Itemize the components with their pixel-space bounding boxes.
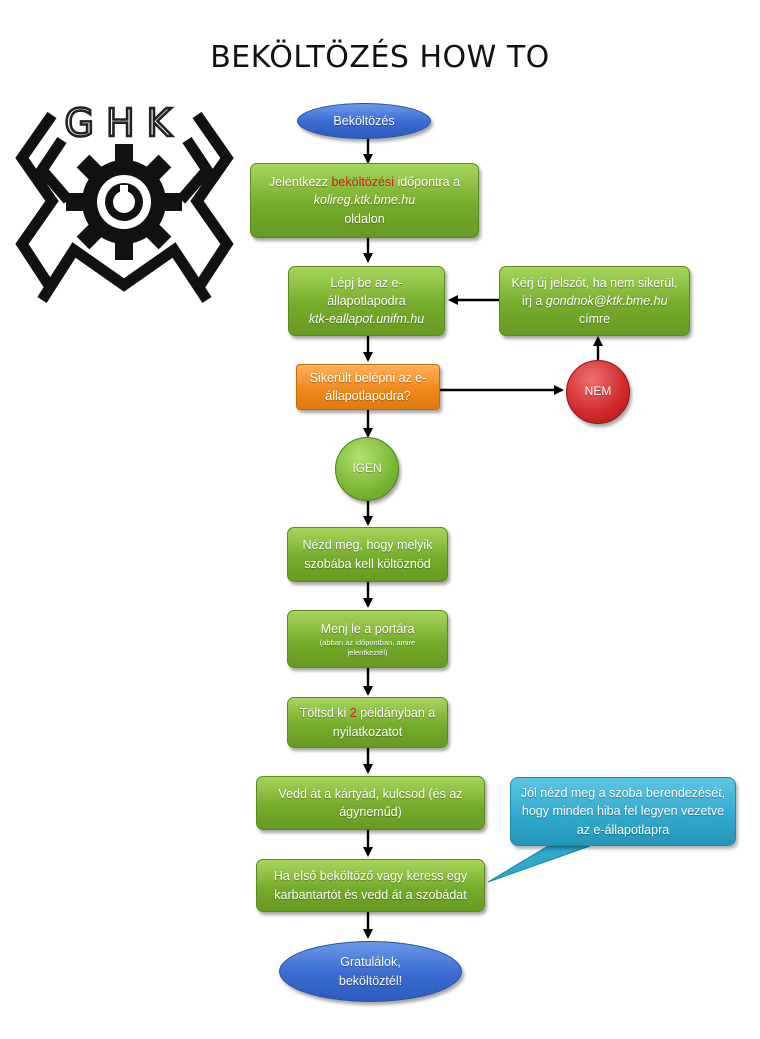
side-line2: írj a gondnok@ktk.bme.hu: [521, 293, 668, 308]
logo-inner-right: [176, 136, 214, 204]
step7-line1: Ha első beköltöző vagy keress egy: [273, 869, 468, 884]
step-get-card-keys: Vedd át a kártyád, kulcsod (és az ágynem…: [256, 776, 485, 830]
step7-line2: karbantartót és vedd át a szobádat: [274, 887, 467, 902]
step5-line2: nyilatkozatot: [332, 724, 403, 739]
step2-line1: Lépj be az e-: [330, 275, 403, 290]
yes-branch: IGEN: [335, 437, 399, 501]
step6-line2: ágyneműd): [339, 805, 402, 819]
step2-line2: állapotlapodra: [327, 293, 406, 308]
decision-login-success: Sikerült belépni az e- állapotlapodra?: [296, 364, 440, 410]
step5-line1: Töltsd ki 2 példányban a: [299, 706, 436, 721]
callout-tail: [487, 845, 591, 883]
step4-small2: jelentkeztél): [347, 648, 388, 658]
end-line1: Gratulálok,: [340, 955, 401, 970]
step-fill-declaration: Töltsd ki 2 példányban a nyilatkozatot: [287, 697, 448, 748]
step4-small1: (abban az időpontban, amire: [319, 637, 416, 647]
decision-line1: Sikerült belépni az e-: [309, 370, 427, 385]
end-line2: beköltöztél!: [338, 973, 403, 988]
ghk-logo: GHK: [15, 100, 234, 304]
gear-icon: [66, 144, 182, 260]
step-request-password: Kérj új jelszót, ha nem sikerül, írj a g…: [499, 266, 690, 336]
start-terminal: Beköltözés: [297, 103, 431, 139]
yes-label: IGEN: [352, 461, 382, 476]
step1-line3: oldalon: [344, 211, 385, 226]
step3-line1: Nézd meg, hogy melyik: [302, 538, 433, 553]
step-login-eallapot: Lépj be az e- állapotlapodra ktk-eallapo…: [288, 266, 445, 336]
end-terminal: Gratulálok, beköltöztél!: [279, 941, 462, 1002]
logo-chevron-left: [15, 111, 59, 294]
step1-link: kolireg.ktk.bme.hu: [313, 193, 416, 208]
start-label: Beköltözés: [333, 113, 395, 128]
logo-inner-left: [35, 136, 73, 204]
callout-line1: Jól nézd meg a szoba berendezését,: [520, 786, 726, 801]
logo-text: GHK: [65, 101, 184, 145]
step-go-reception: Menj le a portára (abban az időpontban, …: [287, 610, 448, 668]
side-line1: Kérj új jelszót, ha nem sikerül,: [511, 275, 678, 290]
logo-m-shape: [37, 242, 212, 304]
callout-line2: hogy minden hiba fel legyen vezetve: [521, 804, 725, 819]
tip-callout: Jól nézd meg a szoba berendezését, hogy …: [510, 777, 736, 846]
logo-chevron-right: [190, 111, 234, 294]
step6-line1: Vedd át a kártyád, kulcsod (és az: [278, 786, 463, 801]
decision-line2: állapotlapodra?: [325, 389, 411, 403]
no-label: NEM: [584, 384, 612, 399]
page-title: BEKÖLTÖZÉS HOW TO: [210, 40, 550, 75]
step-take-over-room: Ha első beköltöző vagy keress egy karban…: [256, 859, 485, 912]
step2-link: ktk-eallapot.unifm.hu: [308, 312, 425, 327]
step-check-room: Nézd meg, hogy melyik szobába kell költö…: [287, 527, 448, 582]
callout-line3: az e-állapotlapra: [576, 822, 670, 837]
step1-line1: Jelentkezz beköltözési időpontra a: [268, 175, 461, 190]
no-branch: NEM: [566, 360, 630, 424]
side-line3: címre: [578, 312, 611, 327]
step3-line2: szobába kell költöznöd: [304, 556, 431, 571]
step4-line1: Menj le a portára: [320, 621, 415, 636]
step-register-time: Jelentkezz beköltözési időpontra a kolir…: [250, 163, 479, 238]
